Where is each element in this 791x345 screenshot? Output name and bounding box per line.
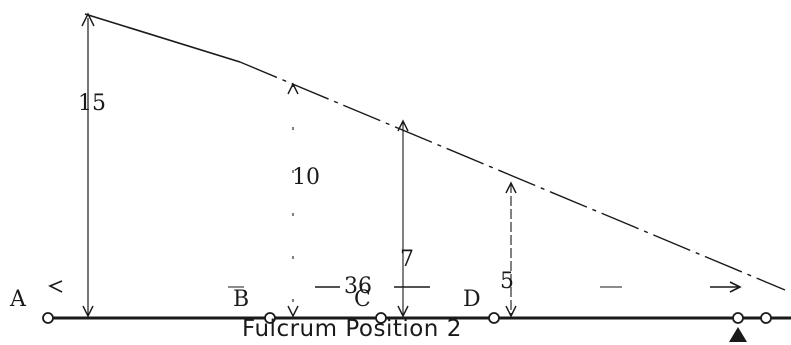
height-label-10: 10 (292, 165, 320, 190)
height-line-7 (397, 119, 409, 318)
height-line-5 (505, 181, 517, 318)
span-label: 36 (344, 274, 372, 299)
height-label-7: 7 (400, 247, 414, 272)
lever-line-dashed (239, 61, 786, 291)
span-dimension (48, 280, 742, 293)
fulcrum-point-marker (732, 312, 744, 324)
height-line-15 (81, 12, 95, 318)
lever-line-solid (84, 13, 241, 63)
point-c-marker (375, 312, 387, 324)
end-point-marker (760, 312, 772, 324)
point-a-label: A (9, 287, 27, 312)
point-b-marker (264, 312, 276, 324)
point-d-marker (488, 312, 500, 324)
fulcrum-triangle-icon (729, 327, 747, 342)
height-label-15: 15 (78, 91, 106, 116)
diagram-caption: Fulcrum Position 2 (242, 316, 462, 342)
height-line-10 (287, 82, 299, 318)
height-label-5: 5 (500, 269, 514, 294)
point-a-marker (42, 312, 54, 324)
point-d-label: D (463, 287, 481, 312)
point-b-label: B (233, 287, 249, 312)
point-c-label: C (354, 287, 371, 312)
